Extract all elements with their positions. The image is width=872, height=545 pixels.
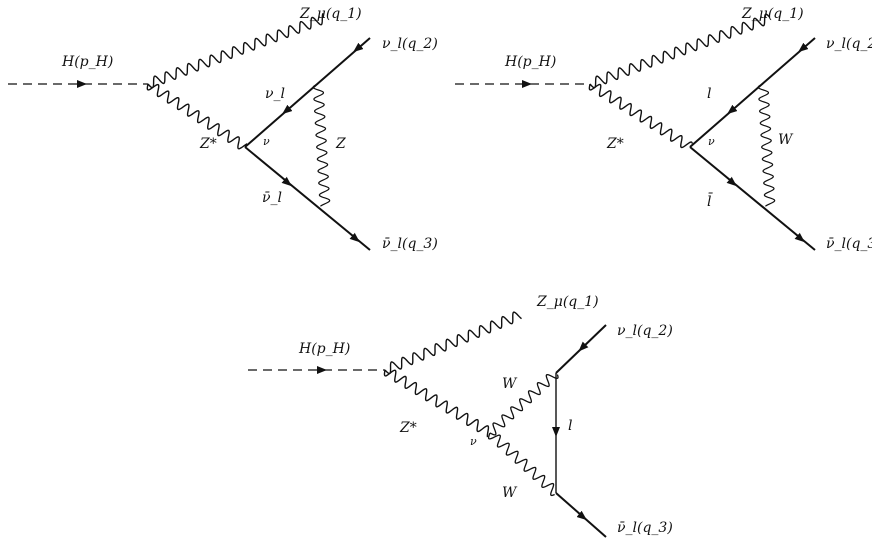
upper-w-label: W — [502, 376, 518, 392]
exchange-label: W — [778, 132, 794, 148]
internal-fermion-label: l — [568, 418, 572, 434]
diagram-1: H(p_H) Z_μ(q_1) ν_l(q_2) ν̄_l(q_3) Z* ν … — [8, 6, 438, 252]
antineutrino-out-label: ν̄_l(q_3) — [617, 520, 673, 536]
upper-fermion-line — [244, 37, 371, 148]
incoming-neutrino-line — [555, 324, 607, 374]
z-star-label: Z* — [399, 420, 417, 436]
upper-internal-label: ν_l — [265, 86, 285, 102]
neutrino-out-label: ν_l(q_2) — [382, 36, 438, 52]
higgs-label: H(p_H) — [61, 54, 113, 70]
z-mu-label: Z_μ(q_1) — [536, 294, 599, 310]
lower-internal-label: l̄ — [707, 192, 714, 210]
vertex-label: ν — [263, 135, 270, 148]
antineutrino-out-label: ν̄_l(q_3) — [826, 236, 872, 252]
diagram-2: H(p_H) Z_μ(q_1) ν_l(q_2) ν̄_l(q_3) Z* ν … — [455, 6, 872, 252]
vertex-label: ν — [708, 135, 715, 148]
z-mu-label: Z_μ(q_1) — [741, 6, 804, 22]
upper-w-line — [489, 373, 559, 436]
higgs-label: H(p_H) — [504, 54, 556, 70]
z-mu-label: Z_μ(q_1) — [299, 6, 362, 22]
lower-w-line — [487, 432, 555, 497]
lower-w-label: W — [502, 485, 518, 501]
z-outgoing-line — [147, 12, 324, 89]
neutrino-out-label: ν_l(q_2) — [826, 36, 872, 52]
higgs-label: H(p_H) — [298, 341, 350, 357]
z-star-line — [146, 83, 248, 150]
antineutrino-out-label: ν̄_l(q_3) — [382, 236, 438, 252]
upper-internal-label: l — [707, 86, 711, 102]
z-star-line — [383, 369, 490, 438]
z-star-label: Z* — [606, 136, 624, 152]
lower-internal-label: ν̄_l — [262, 190, 282, 206]
z-exchange-line — [312, 83, 331, 207]
upper-fermion-line — [689, 37, 816, 148]
z-star-label: Z* — [199, 136, 217, 152]
w-exchange-line — [757, 83, 776, 207]
neutrino-out-label: ν_l(q_2) — [617, 323, 673, 339]
vertex-label: ν — [470, 435, 477, 448]
exchange-label: Z — [335, 136, 346, 152]
z-outgoing-line — [589, 13, 771, 89]
z-outgoing-line — [384, 311, 522, 375]
z-star-line — [588, 83, 693, 149]
lower-fermion-line — [689, 146, 816, 251]
lower-fermion-line — [244, 146, 371, 251]
diagram-3: H(p_H) Z_μ(q_1) ν_l(q_2) ν̄_l(q_3) Z* ν … — [248, 294, 673, 538]
